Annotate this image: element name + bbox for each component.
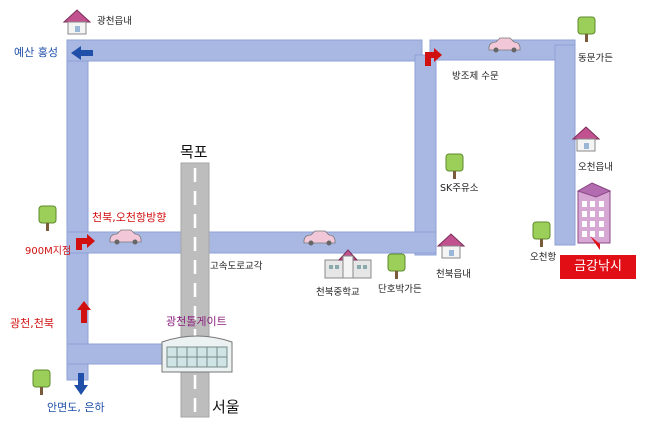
expressway — [180, 162, 210, 418]
house-icon — [571, 126, 601, 152]
arrow-left-icon — [71, 46, 93, 60]
label-gwangcheon-cheonbuk: 광천,천북 — [10, 317, 54, 330]
arrow-red-right-icon — [76, 234, 95, 250]
label-yesan-hongseong: 예산 홍성 — [14, 46, 58, 59]
label-sk-station: SK주유소 — [440, 183, 479, 194]
label-cheonbuk-middle-school: 천북중학교 — [316, 287, 360, 298]
tree-icon — [445, 153, 464, 179]
pointer-arrow-icon — [590, 236, 600, 250]
road-middle-horizontal — [66, 231, 437, 254]
label-dongmun: 동문가든 — [578, 53, 613, 64]
road-left-vertical — [66, 39, 89, 381]
label-expressway-cross: 고속도로교각 — [210, 261, 263, 272]
road-mid-vertical — [414, 54, 437, 256]
tree-icon — [387, 253, 406, 279]
label-ocheon-eup: 오천읍내 — [578, 162, 613, 173]
car-icon — [109, 229, 142, 245]
road-bottom-left — [66, 343, 178, 365]
road-right-vertical — [554, 44, 576, 246]
tree-icon — [38, 205, 57, 231]
school-icon — [324, 249, 372, 279]
arrow-red-up-turn-right-icon — [425, 48, 442, 66]
label-mokpo: 목포 — [180, 143, 208, 161]
tree-icon — [532, 221, 551, 247]
label-seoul: 서울 — [212, 398, 240, 416]
road-top-left — [66, 39, 423, 62]
label-cheonbuk-ocheon-dir: 천북,오천항방향 — [92, 211, 167, 224]
arrow-red-up-icon — [77, 301, 91, 323]
destination-badge: 금강낚시 — [560, 255, 636, 279]
label-bangjoje: 방조제 수문 — [452, 71, 499, 82]
label-danhobak: 단호박가든 — [378, 284, 422, 295]
label-gwangcheon-eup-top: 광천읍내 — [97, 16, 132, 27]
tree-icon — [32, 369, 51, 395]
label-ocheon-port: 오천항 — [530, 252, 557, 263]
car-icon — [488, 37, 521, 53]
house-icon — [436, 233, 466, 259]
house-icon — [62, 9, 92, 35]
label-cheonbuk-eup: 천북읍내 — [436, 269, 471, 280]
tollgate-icon — [161, 335, 233, 373]
road-network — [66, 39, 576, 381]
label-anmyeon-eunha: 안면도, 은하 — [47, 401, 105, 414]
arrow-blue-down-icon — [74, 373, 88, 395]
label-900m: 900M지점 — [25, 246, 72, 257]
car-icon — [303, 230, 336, 246]
label-tollgate: 광천톨게이트 — [166, 315, 227, 328]
building-icon — [576, 182, 612, 244]
tree-icon — [577, 16, 596, 42]
